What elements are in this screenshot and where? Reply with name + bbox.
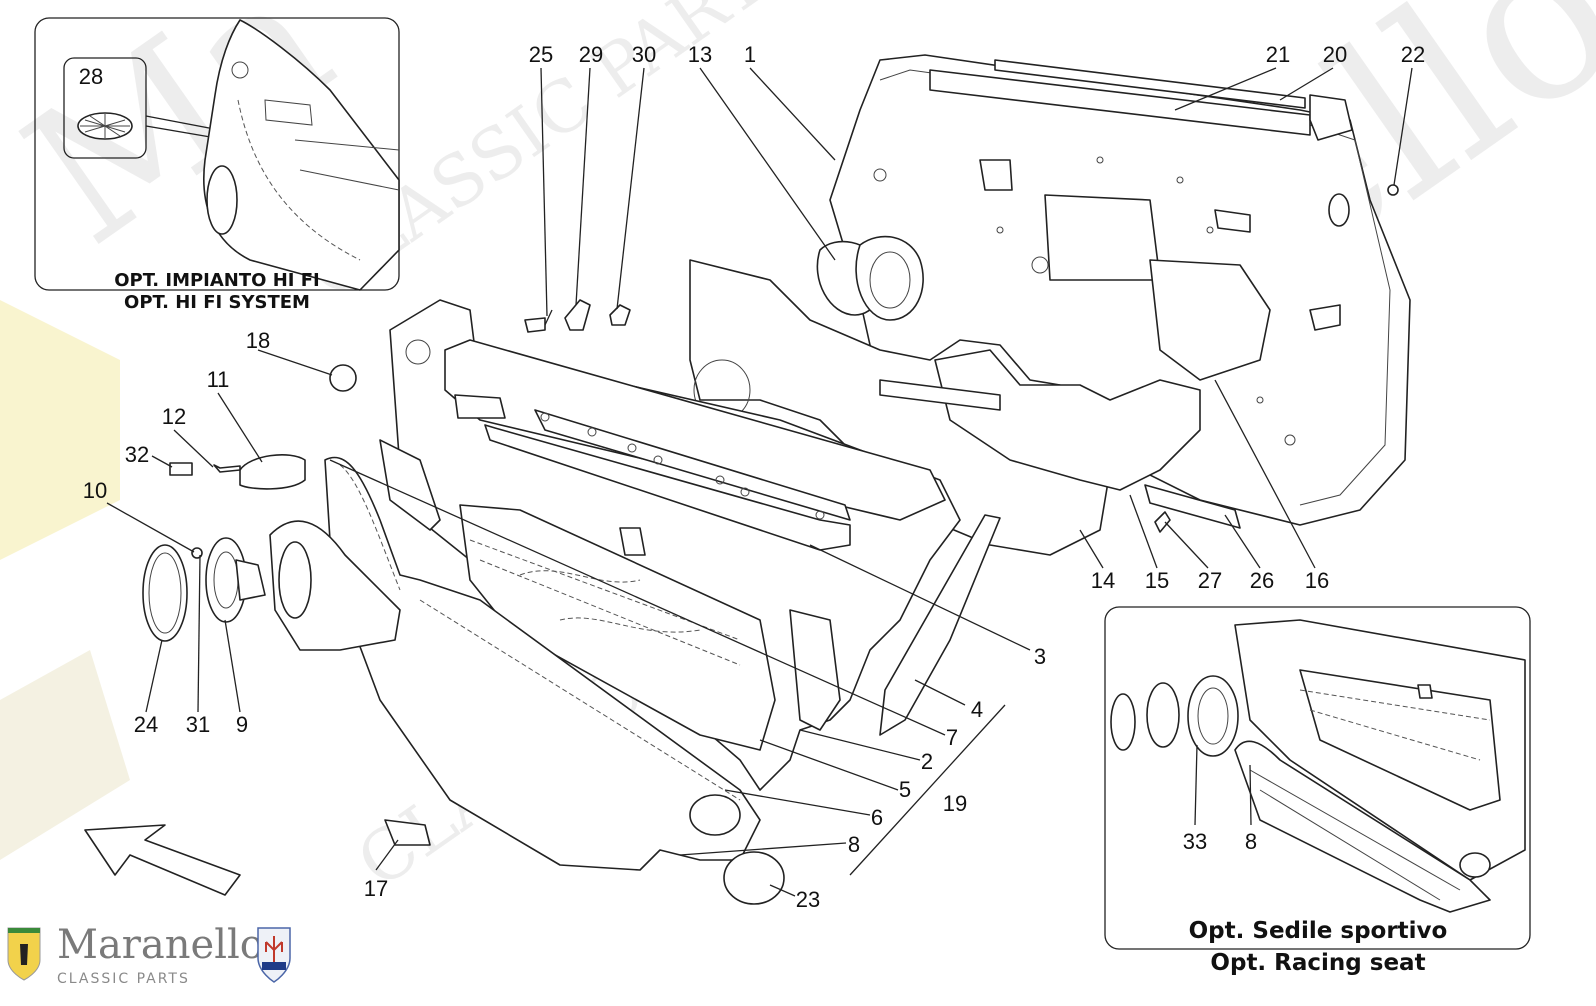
callout-24: 24 [134, 712, 158, 737]
callouts: 25 29 30 13 1 21 20 22 18 11 12 32 10 24… [83, 42, 1425, 912]
door-panel [379, 299, 1001, 791]
small-parts [169, 184, 1399, 905]
callout-3: 3 [1034, 644, 1046, 669]
callout-16: 16 [1305, 568, 1329, 593]
brand-footer: Maranello CLASSIC PARTS [7, 922, 291, 987]
callout-23: 23 [796, 887, 820, 912]
armrest [324, 456, 761, 871]
callout-6: 6 [871, 805, 883, 830]
callout-2: 2 [921, 749, 933, 774]
callout-9: 9 [236, 712, 248, 737]
hifi-caption-en: OPT. HI FI SYSTEM [124, 292, 310, 313]
direction-arrow-icon [84, 824, 241, 896]
callout-18: 18 [246, 328, 270, 353]
callout-11: 11 [207, 367, 230, 392]
speaker-grille [142, 544, 188, 642]
callout-28: 28 [79, 64, 103, 89]
brand-name: Maranello [57, 922, 264, 968]
callout-33: 33 [1183, 829, 1207, 854]
racing-caption-en: Opt. Racing seat [1210, 950, 1425, 976]
hifi-caption-it: OPT. IMPIANTO HI FI [114, 270, 320, 291]
callout-22: 22 [1401, 42, 1425, 67]
callout-8-inset: 8 [1245, 829, 1257, 854]
leader-lines [106, 67, 1413, 897]
callout-31: 31 [186, 712, 210, 737]
callout-14: 14 [1091, 568, 1115, 593]
racing-inset: Opt. Sedile sportivo Opt. Racing seat [1104, 606, 1531, 976]
callout-19: 19 [943, 791, 967, 816]
callout-7: 7 [946, 725, 958, 750]
hifi-inset: OPT. IMPIANTO HI FI OPT. HI FI SYSTEM 28 [34, 17, 400, 313]
callout-26: 26 [1250, 568, 1274, 593]
callout-5: 5 [899, 777, 911, 802]
callout-32: 32 [125, 442, 149, 467]
callout-20: 20 [1323, 42, 1347, 67]
callout-29: 29 [579, 42, 603, 67]
callout-15: 15 [1145, 568, 1169, 593]
racing-caption-it: Opt. Sedile sportivo [1189, 918, 1448, 944]
callout-27: 27 [1198, 568, 1222, 593]
callout-12: 12 [162, 404, 186, 429]
brand-tagline: CLASSIC PARTS [57, 971, 190, 987]
callout-1: 1 [744, 42, 756, 67]
callout-17: 17 [364, 876, 388, 901]
callout-10: 10 [83, 478, 107, 503]
callout-4: 4 [971, 697, 983, 722]
callout-13: 13 [688, 42, 712, 67]
callout-25: 25 [529, 42, 553, 67]
callout-8: 8 [848, 832, 860, 857]
callout-21: 21 [1266, 42, 1290, 67]
callout-30: 30 [632, 42, 656, 67]
